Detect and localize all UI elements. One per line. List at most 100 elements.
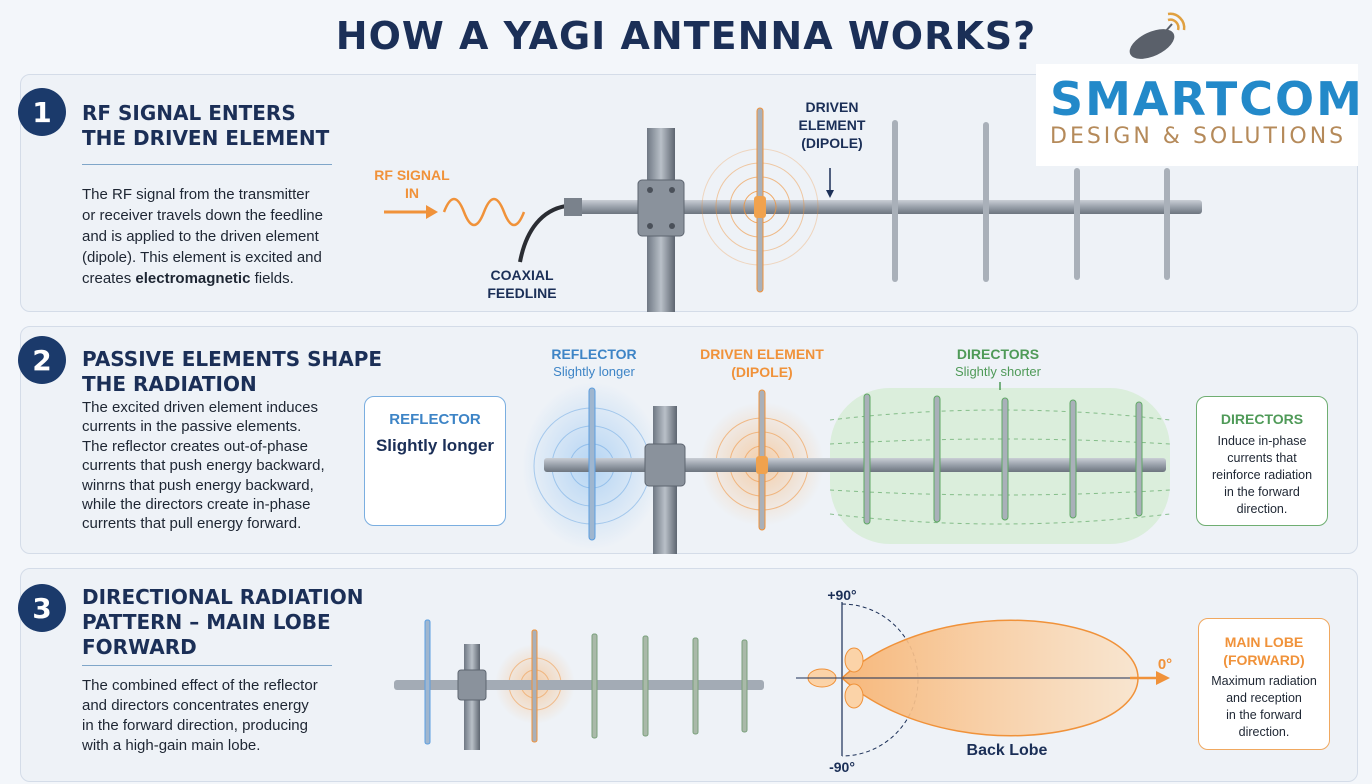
director-element xyxy=(863,393,871,525)
label-line: Slightly longer xyxy=(553,364,635,379)
callout-line: Induce in-phase xyxy=(1217,434,1307,448)
step-1-title-line: THE DRIVEN ELEMENT xyxy=(82,126,330,150)
label-line: REFLECTOR xyxy=(551,346,637,362)
rf-signal-in-label: RF SIGNAL IN xyxy=(370,166,454,202)
step-2-text-line: currents that push energy backward, xyxy=(82,457,325,475)
label-line: IN xyxy=(405,185,419,201)
step-2-text-line: while the directors create in-phase xyxy=(82,496,311,514)
step-1-divider xyxy=(82,164,332,165)
step-3-text-line: in the forward direction, producing xyxy=(82,717,308,734)
clamp-bolt xyxy=(669,223,675,229)
director-element xyxy=(741,639,748,733)
director-element xyxy=(983,122,989,282)
driven-element-label: DRIVEN ELEMENT (DIPOLE) xyxy=(790,98,874,152)
step-3-number: 3 xyxy=(18,584,66,632)
step-1-text-line: creates electromagnetic fields. xyxy=(82,268,323,289)
director-element xyxy=(1135,401,1143,517)
callout-line: currents that xyxy=(1227,451,1297,465)
label-line: ELEMENT xyxy=(798,117,866,133)
satellite-dish-icon xyxy=(1129,12,1186,59)
callout-line: and reception xyxy=(1226,691,1302,705)
step-3-text-line: with a high-gain main lobe. xyxy=(82,737,261,754)
director-element xyxy=(642,635,649,737)
callout-line: in the forward xyxy=(1224,485,1300,499)
plus-90-label: +90° xyxy=(827,587,857,603)
step-2-text-line: The reflector creates out-of-phase xyxy=(82,437,308,455)
feed-connector xyxy=(564,198,582,216)
antenna-boom xyxy=(566,200,1202,214)
directors-label: DIRECTORS Slightly shorter xyxy=(938,345,1058,381)
step-3-antenna-illustration xyxy=(394,619,764,750)
antenna-boom xyxy=(544,458,1166,472)
callout-line: direction. xyxy=(1236,502,1288,516)
main-lobe-callout-box: MAIN LOBE (FORWARD) Maximum radiation an… xyxy=(1198,618,1330,750)
logo-tagline: DESIGN & SOLUTIONS xyxy=(1050,124,1347,149)
step-2-text-line: currents in the passive elements. xyxy=(82,418,302,436)
coaxial-feedline-label: COAXIAL FEEDLINE xyxy=(480,266,564,302)
director-element xyxy=(933,395,941,523)
step-3-text-line: The combined effect of the reflector xyxy=(82,677,318,694)
text-fragment: creates xyxy=(82,270,132,287)
callout-line: in the forward xyxy=(1226,708,1302,722)
step-3-title-line: FORWARD xyxy=(82,635,197,659)
label-line: (DIPOLE) xyxy=(731,364,793,380)
step-2-title-line: THE RADIATION xyxy=(82,372,257,396)
driven-label-arrowhead xyxy=(826,190,834,198)
back-lobe-label: Back Lobe xyxy=(966,742,1048,759)
callout-text: Maximum radiation and reception in the f… xyxy=(1199,673,1329,741)
step-1-description: The RF signal from the transmitter or re… xyxy=(82,184,323,289)
callout-line: Maximum radiation xyxy=(1211,674,1317,688)
label-line: DRIVEN xyxy=(805,99,859,115)
reflector-element xyxy=(588,387,596,541)
zero-degree-label: 0° xyxy=(1157,656,1173,673)
side-lobe xyxy=(844,683,864,709)
step-2-title: PASSIVE ELEMENTS SHAPE THE RADIATION xyxy=(82,347,382,397)
forward-arrowhead xyxy=(1156,671,1170,685)
driven-element-label: DRIVEN ELEMENT (DIPOLE) xyxy=(696,345,828,381)
step-2-description: The excited driven element induces curre… xyxy=(82,398,325,534)
callout-title-line: (FORWARD) xyxy=(1223,652,1305,668)
callout-title: REFLECTOR xyxy=(389,411,481,428)
step-1-text-line: and is applied to the driven element xyxy=(82,228,319,245)
step-2-number: 2 xyxy=(18,336,66,384)
callout-line: direction. xyxy=(1238,725,1290,739)
clamp-bolt xyxy=(647,187,653,193)
reflector-callout-box: REFLECTOR Slightly longer xyxy=(364,396,506,526)
reflector-element xyxy=(424,619,431,745)
label-line: RF SIGNAL xyxy=(374,167,450,183)
director-element xyxy=(1001,397,1009,521)
step-1-title: RF SIGNAL ENTERS THE DRIVEN ELEMENT xyxy=(82,101,329,151)
label-line: (DIPOLE) xyxy=(801,135,863,151)
text-fragment: fields. xyxy=(254,270,294,287)
step-1-text-line: The RF signal from the transmitter xyxy=(82,186,310,203)
mast-clamp xyxy=(457,669,487,701)
callout-text: Induce in-phase currents that reinforce … xyxy=(1197,433,1327,518)
callout-title: DIRECTORS xyxy=(1220,411,1304,427)
label-line: COAXIAL xyxy=(490,267,554,283)
director-element xyxy=(1074,168,1080,280)
step-3-title-line: DIRECTIONAL RADIATION xyxy=(82,585,364,609)
step-1-antenna-illustration xyxy=(384,107,1202,312)
step-2-antenna-illustration xyxy=(522,382,1171,554)
clamp-bolt xyxy=(669,187,675,193)
clamp-bolt xyxy=(647,223,653,229)
label-line: DRIVEN ELEMENT xyxy=(700,346,824,362)
callout-line: reinforce radiation xyxy=(1211,468,1313,482)
driven-feed-point xyxy=(754,196,766,218)
directors-callout-box: DIRECTORS Induce in-phase currents that … xyxy=(1196,396,1328,526)
rf-input-arrow xyxy=(384,205,438,219)
director-element xyxy=(692,637,699,735)
driven-feed-point xyxy=(756,456,768,474)
director-element xyxy=(591,633,598,739)
step-3-text-line: and directors concentrates energy xyxy=(82,697,309,714)
step-3-divider xyxy=(82,665,332,666)
step-3-title: DIRECTIONAL RADIATION PATTERN – MAIN LOB… xyxy=(82,585,363,660)
step-2-text-line: The excited driven element induces xyxy=(82,399,318,416)
label-line: Slightly shorter xyxy=(955,364,1041,379)
callout-title-line: MAIN LOBE xyxy=(1224,634,1304,650)
text-emphasis: electromagnetic xyxy=(135,270,251,287)
step-1-text-line: (dipole). This element is excited and xyxy=(82,249,322,266)
step-1-text-line: or receiver travels down the feedline xyxy=(82,207,323,224)
coaxial-cable xyxy=(518,204,567,263)
step-3-title-line: PATTERN – MAIN LOBE xyxy=(82,610,331,634)
